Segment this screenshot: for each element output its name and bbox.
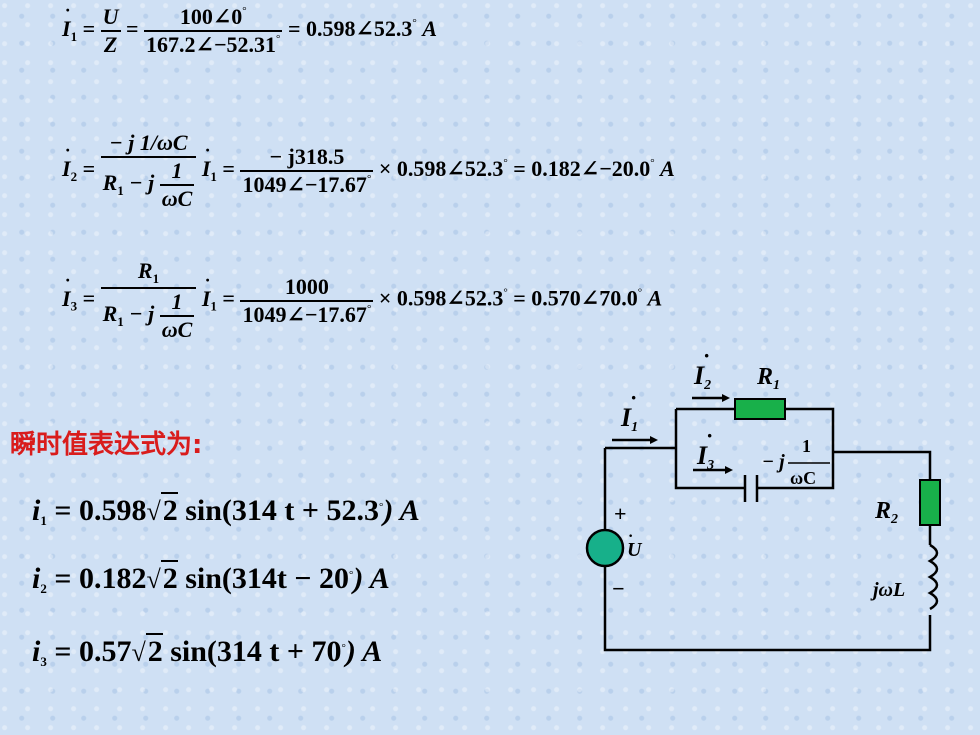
eq2-result: = 0.182∠−20.0 <box>513 156 651 182</box>
equation-i1: I1 = UZ = 100∠0°167.2∠−52.31° = 0.598∠52… <box>62 0 438 58</box>
eq1-unit: A <box>422 16 438 42</box>
eq1-result: = 0.598∠52.3 <box>287 16 413 42</box>
eq1-value-fraction: 100∠0°167.2∠−52.31° <box>144 4 283 57</box>
r1-label: R1 <box>756 364 780 393</box>
to-r2-wire <box>833 450 932 480</box>
instant-i1-amplitude: = 0.598 <box>54 494 147 527</box>
instant-i3-sine: sin(314 t + 70 <box>170 635 342 668</box>
instant-i3: i3 = 0.57√2 sin(314 t + 70°) A <box>32 633 383 669</box>
eq1-numerator: 100∠0 <box>179 4 243 29</box>
i1-symbol: I <box>62 0 71 42</box>
eq2-unit: A <box>660 156 675 182</box>
capacitor-label-den: ωC <box>790 468 816 488</box>
instant-i2: i2 = 0.182√2 sin(314t − 20°) A <box>32 560 390 596</box>
instant-i1: i1 = 0.598√2 sin(314 t + 52.3°) A <box>32 492 420 528</box>
instantaneous-heading: 瞬时值表达式为: <box>10 430 203 460</box>
instant-i3-amplitude: = 0.57 <box>54 635 132 668</box>
z-symbol: Z <box>100 30 121 58</box>
capacitor-label-j: − j <box>762 451 785 473</box>
svg-text:·: · <box>628 528 633 545</box>
i1-subscript: 1 <box>70 29 78 45</box>
bottom-wire <box>603 448 932 652</box>
eq2-multiplier: × 0.598∠52.3 <box>378 156 504 182</box>
eq2-denominator: 1049∠−17.67 <box>242 172 367 197</box>
inductor-coil <box>927 543 939 611</box>
source-plus: + <box>614 501 627 526</box>
eq3-unit: A <box>647 285 663 311</box>
eq3-denominator: 1049∠−17.67 <box>242 301 367 327</box>
i2-symbol: I <box>62 140 71 182</box>
voltage-source <box>585 528 625 568</box>
r1-resistor <box>734 398 786 420</box>
eq3-numerator: 1000 <box>284 273 329 299</box>
circuit-i1-label: I1 <box>620 403 638 435</box>
r2-label: R2 <box>874 498 898 527</box>
inductor-label: jωL <box>870 579 905 601</box>
instant-i2-sine: sin(314t − 20 <box>185 562 350 595</box>
svg-text:·: · <box>706 423 713 448</box>
left-bus <box>674 409 740 490</box>
svg-text:·: · <box>703 343 710 368</box>
right-bus <box>765 407 835 490</box>
i2-subscript: 2 <box>70 169 78 185</box>
eq2-numerator: − j318.5 <box>269 144 345 169</box>
circuit-i2-label: I2 <box>693 361 711 393</box>
instant-i2-amplitude: = 0.182 <box>54 562 147 595</box>
capacitor-label-num: 1 <box>802 436 811 456</box>
circuit-i3-label: I3 <box>696 441 714 473</box>
eq3-result: = 0.570∠70.0 <box>513 285 638 311</box>
u-over-z-fraction: UZ <box>100 0 121 58</box>
i3-subscript: 3 <box>70 298 78 314</box>
i3-symbol: I <box>62 270 71 312</box>
instant-i1-sine: sin(314 t + 52.3 <box>185 494 380 527</box>
svg-text:·: · <box>630 385 637 410</box>
r2-resistor <box>919 479 941 526</box>
u-symbol: U <box>103 0 119 30</box>
source-u-label: U <box>627 539 643 561</box>
eq3-multiplier: × 0.598∠52.3 <box>378 285 504 311</box>
source-minus: − <box>612 576 625 601</box>
eq1-denominator: 167.2∠−52.31 <box>146 32 277 57</box>
